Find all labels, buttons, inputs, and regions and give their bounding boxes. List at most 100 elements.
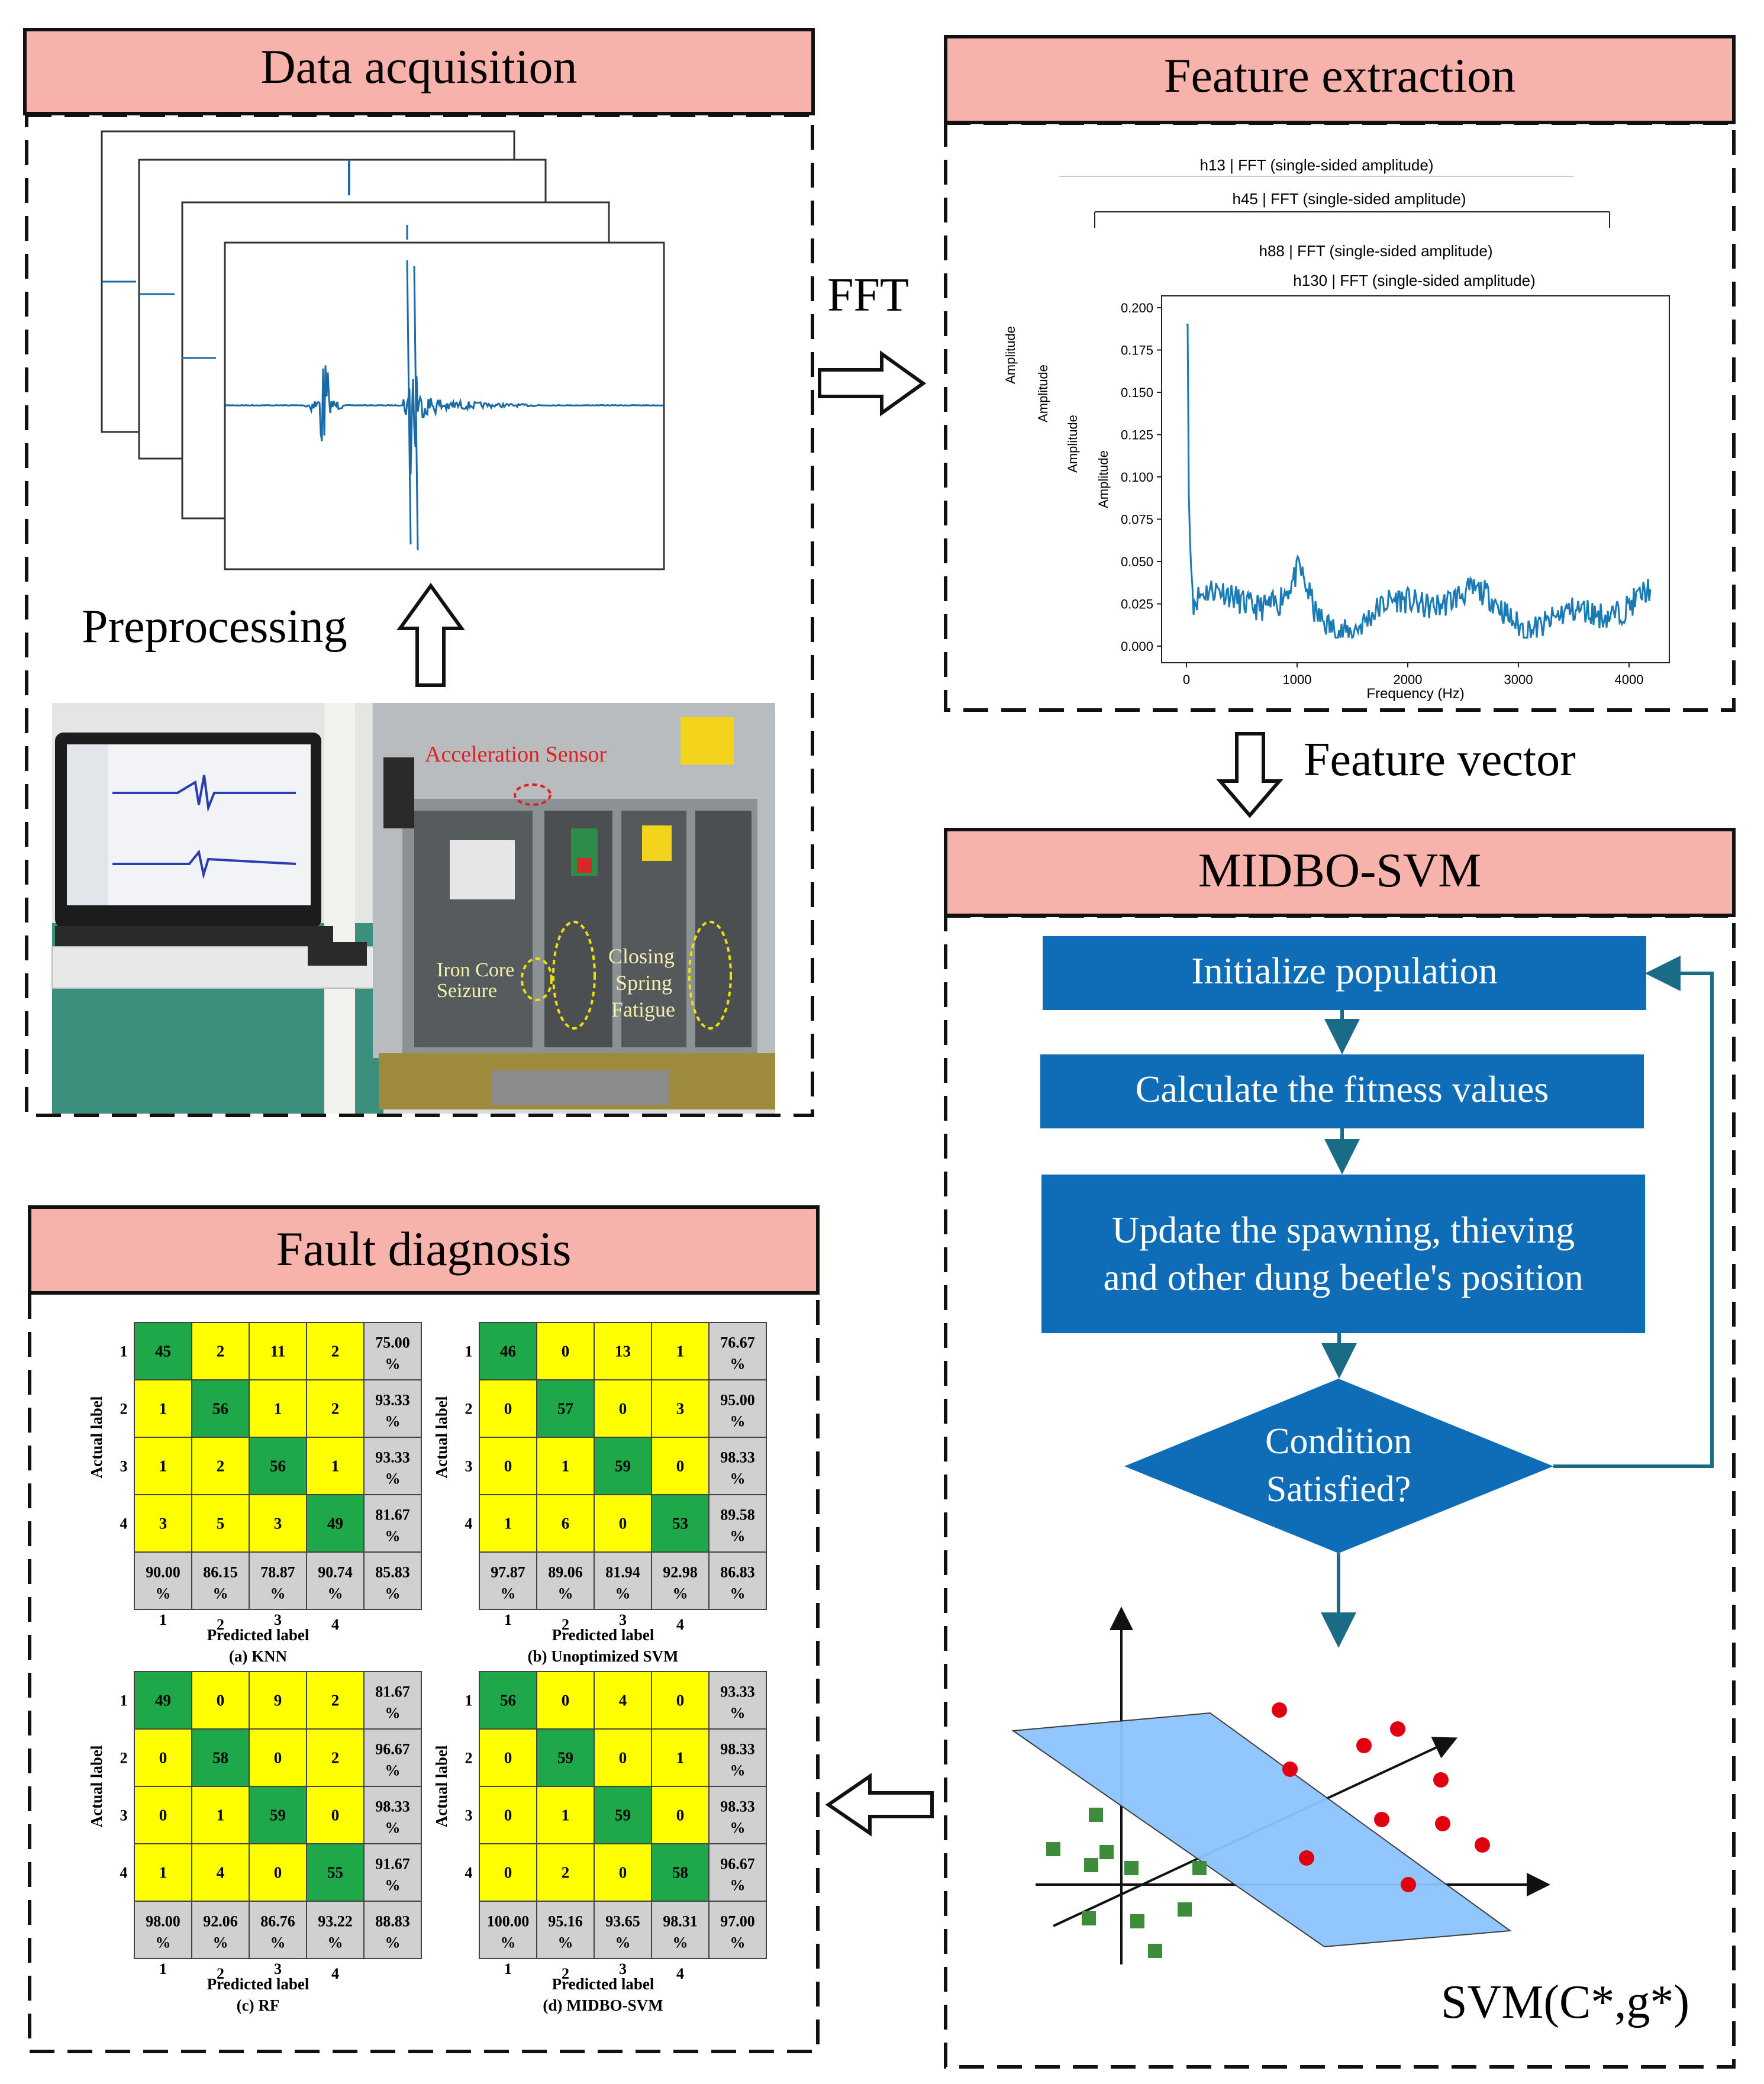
y-tick-label: 0.025 (1121, 597, 1153, 612)
matrix-pct-value: 81.67 (375, 1683, 410, 1701)
col-class-label: 2 (217, 1965, 224, 1982)
matrix-cell (651, 1551, 710, 1610)
class-dots (1272, 1702, 1490, 1892)
matrix-cell-value: 2 (331, 1343, 340, 1360)
y-tick-label: 0.100 (1121, 470, 1153, 485)
y-tick-label: 0.125 (1121, 428, 1153, 443)
panel-title: Fault diagnosis (276, 1222, 572, 1276)
matrix-pct-sign: % (615, 1585, 631, 1602)
panel-data-acquisition: Data acquisition Preprocessing (23, 28, 815, 1117)
predicted-axis-label: Predicted label (552, 1626, 654, 1644)
iron-core-marker (521, 957, 553, 1001)
sensor-marker (514, 783, 552, 806)
panel-midbo-svm: MIDBO-SVM Initialize population Calculat… (944, 828, 1736, 2069)
matrix-cell (191, 1728, 250, 1787)
xlabel: Frequency (Hz) (1366, 686, 1464, 702)
flow-box-initialize (1043, 936, 1646, 1010)
matrix-pct-sign: % (385, 1528, 401, 1545)
matrix-pct-value: 86.15 (203, 1564, 238, 1581)
matrix-cell-value: 3 (274, 1515, 282, 1533)
iron-core-label-line1: Iron Core (437, 959, 514, 981)
matrix-pct-sign: % (328, 1585, 343, 1602)
matrix-cell-value: 56 (500, 1692, 516, 1709)
x-tick-label: 3000 (1504, 672, 1533, 687)
row-class-label: 2 (465, 1750, 473, 1767)
matrix-pct-sign: % (730, 1705, 746, 1722)
matrix-cell (363, 1494, 422, 1553)
matrix-cell-value: 6 (562, 1515, 570, 1533)
spectrum-line (1186, 324, 1652, 640)
matrix-pct-sign: % (385, 1877, 401, 1894)
y-tick-label: 0.175 (1121, 343, 1153, 358)
class-squares (1046, 1808, 1207, 1958)
matrix-pct-value: 91.67 (375, 1856, 410, 1873)
x-tick-label: 1000 (1283, 672, 1312, 687)
matrix-cell-value: 46 (500, 1343, 516, 1360)
matrix-pct-sign: % (730, 1877, 746, 1894)
matrix-caption: (d) MIDBO-SVM (543, 1996, 663, 2014)
matrix-pct-value: 78.87 (260, 1564, 295, 1581)
matrix-cell (594, 1379, 652, 1438)
matrix-caption: (c) RF (237, 1996, 280, 2014)
matrix-cell-value: 2 (331, 1400, 340, 1418)
matrix-cell (651, 1379, 710, 1438)
row-class-label: 4 (465, 1864, 473, 1882)
col-class-label: 2 (217, 1616, 224, 1633)
matrix-cell (594, 1901, 652, 1959)
panel-title: Feature extraction (1164, 49, 1515, 102)
matrix-cell-value: 1 (676, 1749, 685, 1767)
matrix-pct-value: 92.06 (203, 1913, 238, 1930)
matrix-pct-value: 96.67 (375, 1741, 410, 1758)
matrix-cell (708, 1843, 767, 1902)
flow-box-fitness (1040, 1054, 1644, 1128)
matrix-cell-value: 2 (331, 1692, 340, 1709)
matrix-pct-value: 98.33 (375, 1798, 410, 1815)
matrix-cell (479, 1728, 537, 1787)
matrix-cell-value: 56 (212, 1400, 228, 1418)
row-class-label: 3 (465, 1458, 473, 1475)
flow-fitness-text: Calculate the fitness values (1136, 1068, 1549, 1110)
row-class-label: 1 (120, 1343, 128, 1360)
x-tick-label: 0 (1183, 672, 1190, 687)
matrix-cell (536, 1728, 595, 1787)
x-tick-label: 2000 (1394, 672, 1423, 687)
matrix-pct-value: 95.00 (720, 1392, 755, 1409)
matrix-pct-sign: % (385, 1585, 401, 1602)
matrix-cell-value: 0 (619, 1864, 627, 1882)
matrix-pct-sign: % (730, 1762, 746, 1779)
matrix-cell-value: 3 (676, 1400, 685, 1418)
matrix-cell (479, 1843, 537, 1902)
matrix-pct-sign: % (385, 1413, 401, 1430)
matrix-cell (191, 1322, 250, 1380)
matrix-cell-value: 1 (274, 1400, 282, 1418)
panel-title: MIDBO-SVM (1198, 843, 1481, 897)
matrix-cell (363, 1322, 422, 1380)
matrix-cell (479, 1551, 537, 1610)
matrix-cell (651, 1843, 710, 1902)
matrix-cell-value: 0 (504, 1457, 512, 1475)
actual-axis-label: Actual label (88, 1745, 105, 1827)
matrix-cell-value: 0 (619, 1400, 627, 1418)
matrix-cell-value: 49 (155, 1692, 171, 1709)
matrix-cell-value: 0 (676, 1457, 685, 1475)
matrix-cell (134, 1843, 192, 1902)
ylabel-4: Amplitude (1096, 450, 1111, 508)
matrix-pct-value: 81.94 (605, 1564, 640, 1581)
matrix-cell (191, 1843, 250, 1902)
matrix-cell (651, 1494, 710, 1553)
predicted-axis-label: Predicted label (552, 1975, 654, 1993)
matrix-cell-value: 0 (676, 1806, 685, 1824)
iron-core-label-line2: Seizure (437, 980, 497, 1002)
matrix-cell (594, 1322, 652, 1380)
hyperplane (1011, 1712, 1512, 1948)
matrix-cell-value: 0 (504, 1749, 512, 1767)
matrix-cell (191, 1901, 250, 1959)
ylabel-1: Amplitude (1003, 326, 1018, 384)
matrix-cell (249, 1551, 307, 1610)
matrix-cell (536, 1437, 595, 1495)
col-class-label: 2 (562, 1616, 569, 1633)
